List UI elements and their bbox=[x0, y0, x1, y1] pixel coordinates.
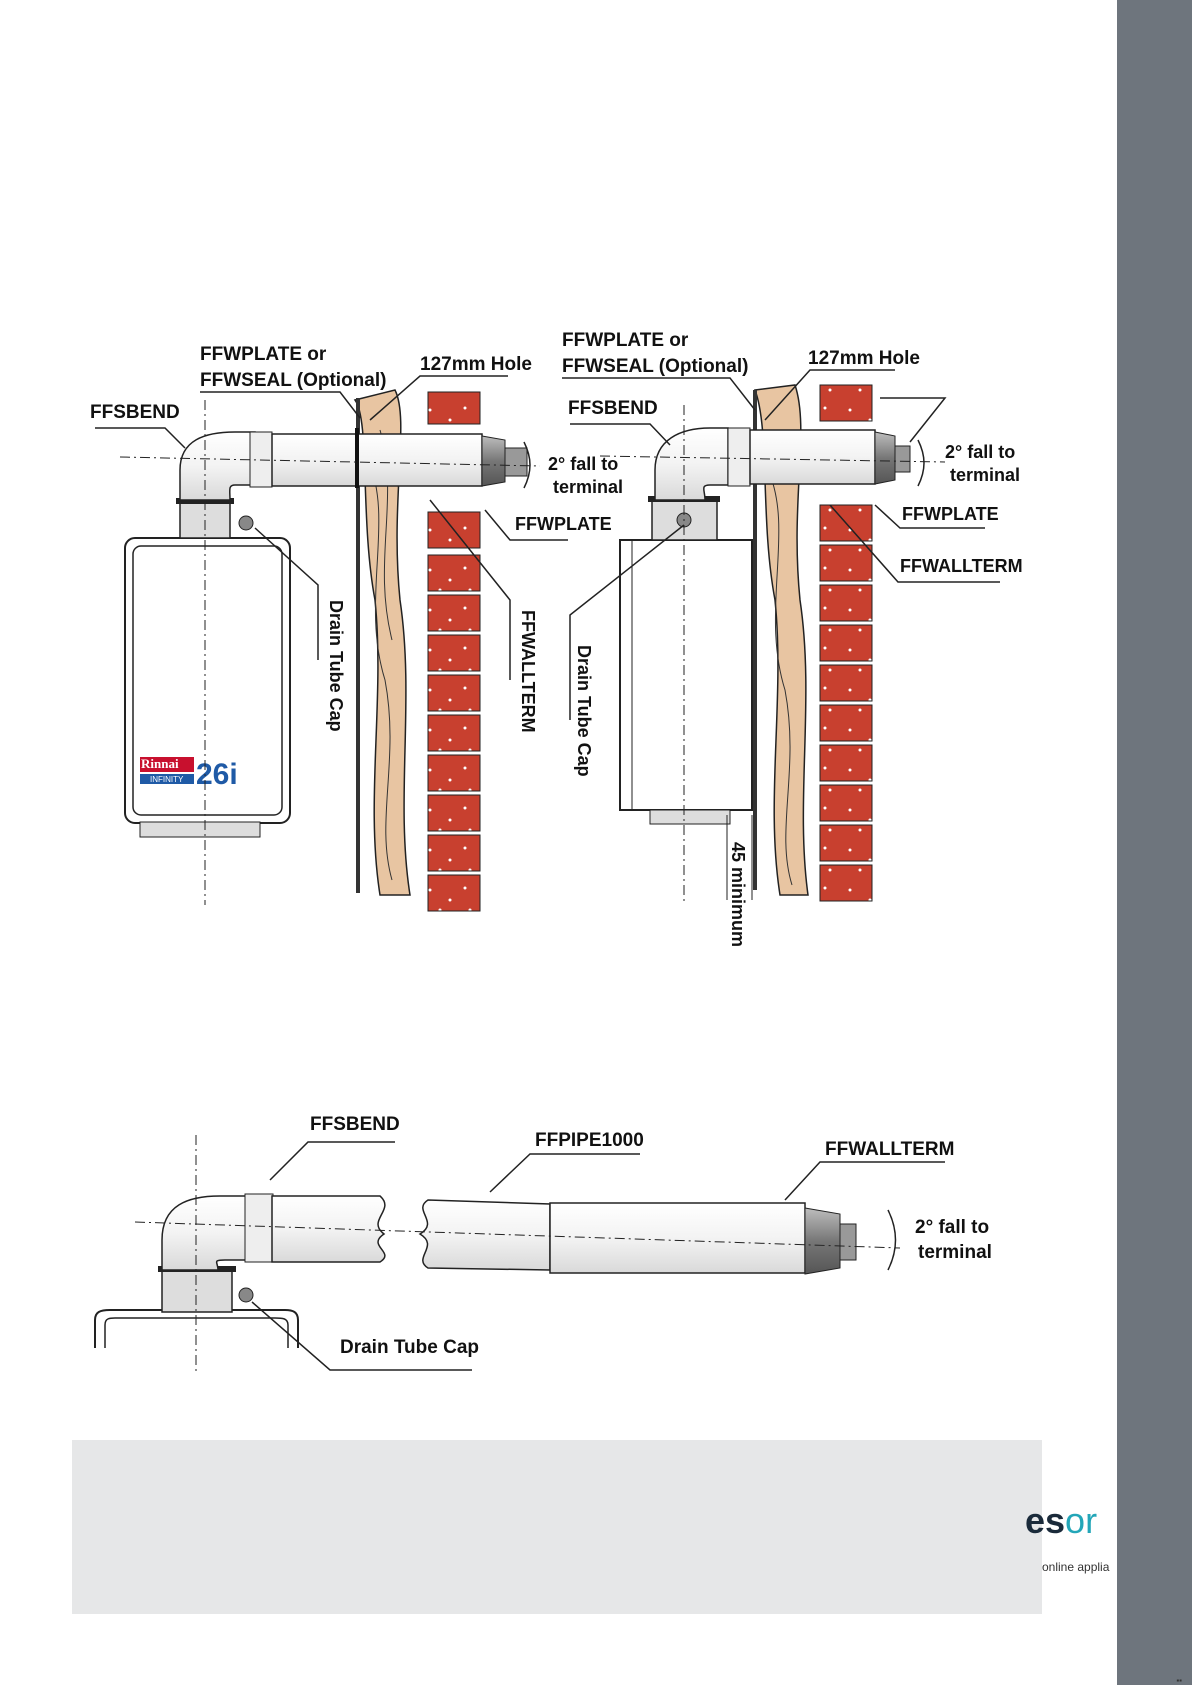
label-ffwallterm-bottom: FFWALLTERM bbox=[825, 1139, 954, 1160]
top-right-diagram bbox=[599, 384, 946, 905]
flue-pipe bbox=[271, 433, 483, 487]
ffsbend-elbow-bottom bbox=[161, 1195, 249, 1271]
label-terminal-bottom: terminal bbox=[918, 1242, 992, 1263]
label-drain-tube-cap-right: Drain Tube Cap bbox=[574, 645, 594, 777]
pipe-section-left bbox=[271, 1195, 386, 1263]
label-127mm-hole-right: 127mm Hole bbox=[808, 348, 920, 369]
heater-model: 26i bbox=[196, 758, 238, 791]
label-drain-tube-cap-bottom: Drain Tube Cap bbox=[340, 1337, 479, 1358]
label-ffwseal: FFWSEAL (Optional) bbox=[200, 370, 386, 391]
label-drain-tube-cap: Drain Tube Cap bbox=[326, 600, 346, 732]
label-45-minimum: 45 minimum bbox=[728, 842, 748, 947]
brick-wall-right bbox=[819, 384, 873, 902]
label-fall-right: 2° fall to bbox=[945, 442, 1015, 462]
label-terminal-right: terminal bbox=[950, 465, 1020, 485]
wall-terminal-right bbox=[874, 431, 896, 485]
label-127mm-hole: 127mm Hole bbox=[420, 354, 532, 375]
label-ffsbend-bottom: FFSBEND bbox=[310, 1114, 400, 1135]
logo-accent-text: or bbox=[1065, 1500, 1098, 1541]
label-ffpipe1000: FFPIPE1000 bbox=[535, 1130, 644, 1151]
pipe-section-right bbox=[418, 1199, 551, 1271]
water-heater-side bbox=[619, 539, 753, 811]
flue-pipe-right bbox=[749, 429, 876, 485]
footer-tagline: online applia bbox=[1042, 1560, 1110, 1574]
heater-series: INFINITY bbox=[150, 775, 184, 784]
wall-terminal-bottom bbox=[804, 1207, 841, 1275]
logo-text: es bbox=[1025, 1500, 1066, 1541]
ffsbend-elbow bbox=[179, 431, 256, 501]
wall-terminal bbox=[481, 435, 506, 487]
heater-logo-badge bbox=[140, 757, 194, 772]
label-ffwplate: FFWPLATE bbox=[515, 514, 612, 534]
flue-installation-diagram: Rinnai INFINITY 26i FFWPLATE or FFWSEAL … bbox=[90, 330, 1023, 1375]
timber-wall bbox=[353, 389, 411, 896]
label-ffwplate-right: FFWPLATE bbox=[902, 504, 999, 524]
label-ffwallterm: FFWALLTERM bbox=[518, 610, 538, 733]
brick-wall bbox=[427, 391, 481, 912]
ffwallterm-pipe bbox=[549, 1202, 806, 1274]
label-ffwplate-or: FFWPLATE or bbox=[200, 344, 327, 365]
footer-logo-clip: esor online applia bbox=[1000, 1490, 1117, 1590]
label-terminal: terminal bbox=[553, 477, 623, 497]
label-ffsbend-right: FFSBEND bbox=[568, 398, 658, 419]
top-left-diagram: Rinnai INFINITY 26i bbox=[119, 389, 541, 912]
drain-tube-cap-bottom bbox=[238, 1287, 254, 1303]
ffsbend-elbow-right bbox=[654, 427, 729, 501]
drain-tube-cap bbox=[238, 515, 254, 531]
heater-brand: Rinnai bbox=[141, 756, 179, 771]
label-ffwplate-or-right: FFWPLATE or bbox=[562, 330, 689, 351]
footer-logo: esor bbox=[1025, 1500, 1098, 1541]
sidebar-mark: ▪▪ bbox=[1176, 1676, 1182, 1685]
bottom-diagram bbox=[94, 1135, 901, 1375]
label-fall-bottom: 2° fall to bbox=[915, 1217, 989, 1238]
bottom-labels: FFSBEND FFPIPE1000 FFWALLTERM 2° fall to… bbox=[251, 1114, 992, 1371]
top-left-labels: FFWPLATE or FFWSEAL (Optional) 127mm Hol… bbox=[90, 344, 623, 733]
label-ffwallterm-right: FFWALLTERM bbox=[900, 556, 1023, 576]
label-fall: 2° fall to bbox=[548, 454, 618, 474]
top-right-labels: FFWPLATE or FFWSEAL (Optional) 127mm Hol… bbox=[562, 330, 1023, 947]
label-ffsbend: FFSBEND bbox=[90, 402, 180, 423]
page-sidebar: ▪▪ bbox=[1117, 0, 1192, 1685]
label-ffwseal-right: FFWSEAL (Optional) bbox=[562, 356, 748, 377]
footer-panel bbox=[72, 1440, 1042, 1614]
timber-wall-right bbox=[753, 384, 809, 896]
